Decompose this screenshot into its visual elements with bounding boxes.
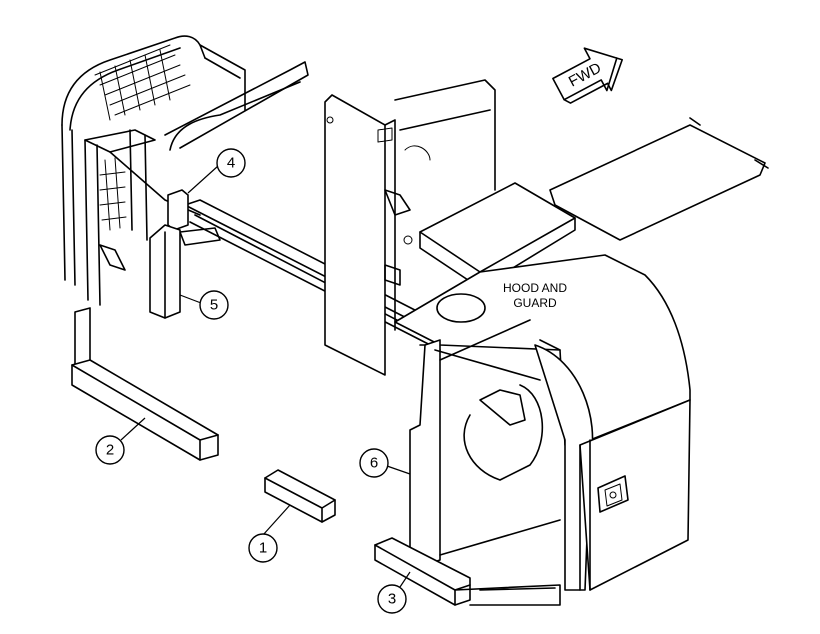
part-6-panel (409, 319, 561, 566)
callout-3-number: 3 (388, 591, 396, 608)
hood-and-guard (394, 254, 691, 591)
hood-label: HOOD AND GUARD (503, 281, 567, 310)
callout-5: 5 (179, 290, 229, 320)
part-3-base-member (374, 537, 561, 606)
part-2-base-member (71, 307, 219, 461)
callout-6: 6 (359, 448, 411, 478)
callout-1: 1 (248, 504, 291, 563)
callout-1-number: 1 (259, 540, 267, 557)
part-4-bracket (167, 189, 189, 231)
top-plate (419, 117, 769, 289)
forward-direction-arrow: FWD (552, 47, 623, 104)
center-console (324, 79, 496, 376)
callout-6-number: 6 (370, 455, 378, 472)
part-5-post (149, 224, 181, 319)
cab-frame-assembly (61, 35, 451, 351)
part-1-bar (264, 469, 336, 523)
hood-label-line-2: GUARD (513, 296, 557, 310)
callout-2-number: 2 (106, 442, 114, 459)
callout-2: 2 (95, 417, 146, 465)
callout-4-number: 4 (227, 155, 235, 172)
callout-5-number: 5 (210, 297, 218, 314)
callout-3: 3 (377, 571, 411, 614)
hood-label-line-1: HOOD AND (503, 281, 567, 295)
callout-4: 4 (187, 148, 246, 194)
